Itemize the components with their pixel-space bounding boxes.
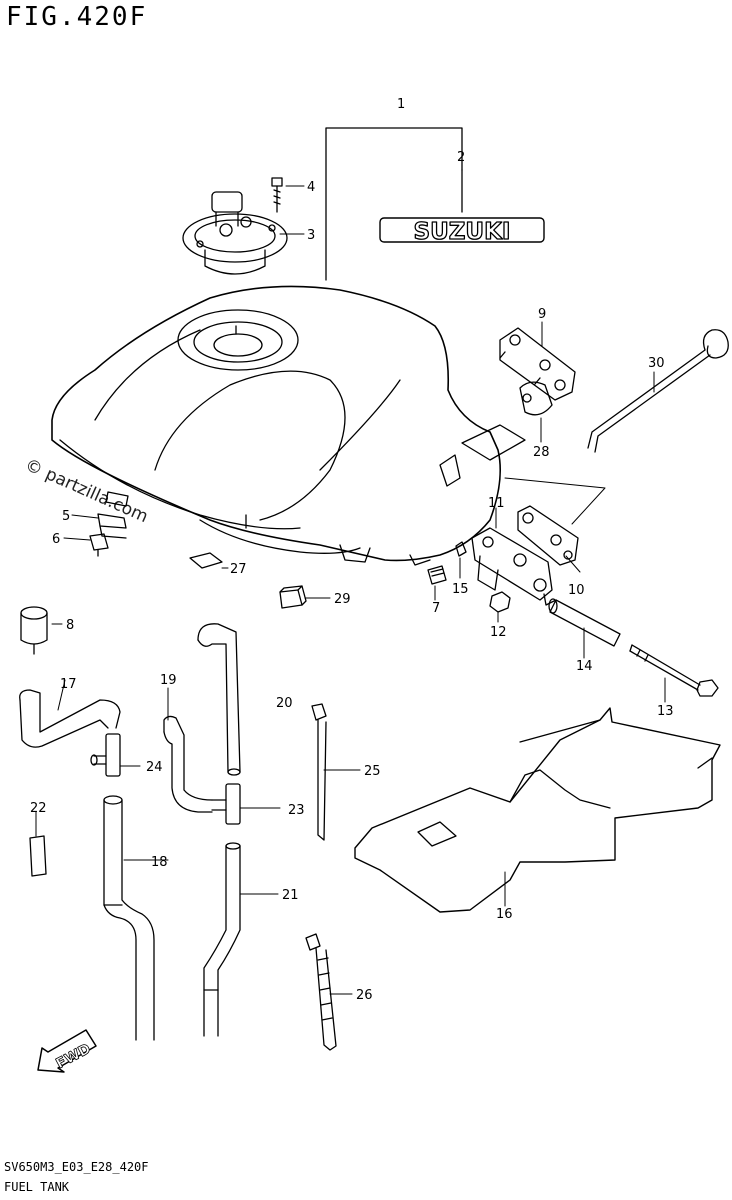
label-sticker [29,835,47,877]
callout-23: 23 [288,803,305,818]
callout-10: 10 [568,583,585,598]
callout-18: 18 [151,855,168,870]
cable-tie [305,933,337,1051]
callout-7: 7 [432,601,440,616]
suzuki-emblem: SUZUKI [379,217,545,246]
callout-21: 21 [282,888,299,903]
wire-clamp [311,703,327,841]
grommet-pad [427,565,447,585]
callout-24: 24 [146,760,163,775]
callout-3: 3 [307,228,315,243]
callout-30: 30 [648,356,665,371]
hinge-bracket-upper [517,505,579,566]
callout-6: 6 [52,532,60,547]
hinge-cushion [519,381,553,416]
nut [489,591,511,613]
callout-29: 29 [334,592,351,607]
callout-11: 11 [488,496,505,511]
callout-22: 22 [30,801,47,816]
callout-25: 25 [364,764,381,779]
callout-19: 19 [160,673,177,688]
section-name: FUEL TANK [4,1180,70,1194]
callout-4: 4 [307,180,315,195]
cushion-block [279,585,307,609]
hose-17 [19,689,121,748]
callout-28: 28 [533,445,550,460]
callout-8: 8 [66,618,74,633]
hose-21 [203,842,241,1037]
callout-15: 15 [452,582,469,597]
small-cushion [455,541,467,557]
suzuki-emblem-text: SUZUKI [414,219,511,245]
callout-9: 9 [538,307,546,322]
prop-rod [587,329,729,453]
collar [548,598,621,647]
cap-bolt [271,177,283,213]
heat-shield [354,707,721,913]
hinge-bolt [629,644,719,697]
bracket-leader-1 [325,127,463,281]
leader-lines [35,159,666,995]
fuel-tank [51,285,526,566]
clip-fastener [89,533,109,557]
callout-12: 12 [490,625,507,640]
forward-arrow: FWD [37,1029,97,1073]
figure-title: FIG.420F [6,2,148,32]
diagram-code: SV650M3_E03_E28_420F [4,1160,149,1174]
callout-14: 14 [576,659,593,674]
pad [189,552,223,569]
callout-5: 5 [62,509,70,524]
callout-17: 17 [60,677,77,692]
callout-13: 13 [657,704,674,719]
callout-27: 27 [230,562,247,577]
hose-upper [197,623,241,776]
hose-joint-23 [211,783,241,825]
callout-26: 26 [356,988,373,1003]
callout-16: 16 [496,907,513,922]
callout-20: 20 [276,696,293,711]
hose-18 [103,795,155,1041]
hose-joint [90,733,121,777]
hinge-bracket-lower [471,527,557,606]
rubber-cushion [20,606,48,655]
callout-numbers: 1 2 3 4 5 6 7 8 9 10 11 12 13 14 15 16 1… [30,97,674,1003]
hose-19 [163,715,213,813]
callout-1: 1 [397,97,405,112]
fuel-cap [182,191,288,275]
callout-2: 2 [457,150,465,165]
hinge-plate [499,327,576,401]
rubber-mount [97,491,129,539]
